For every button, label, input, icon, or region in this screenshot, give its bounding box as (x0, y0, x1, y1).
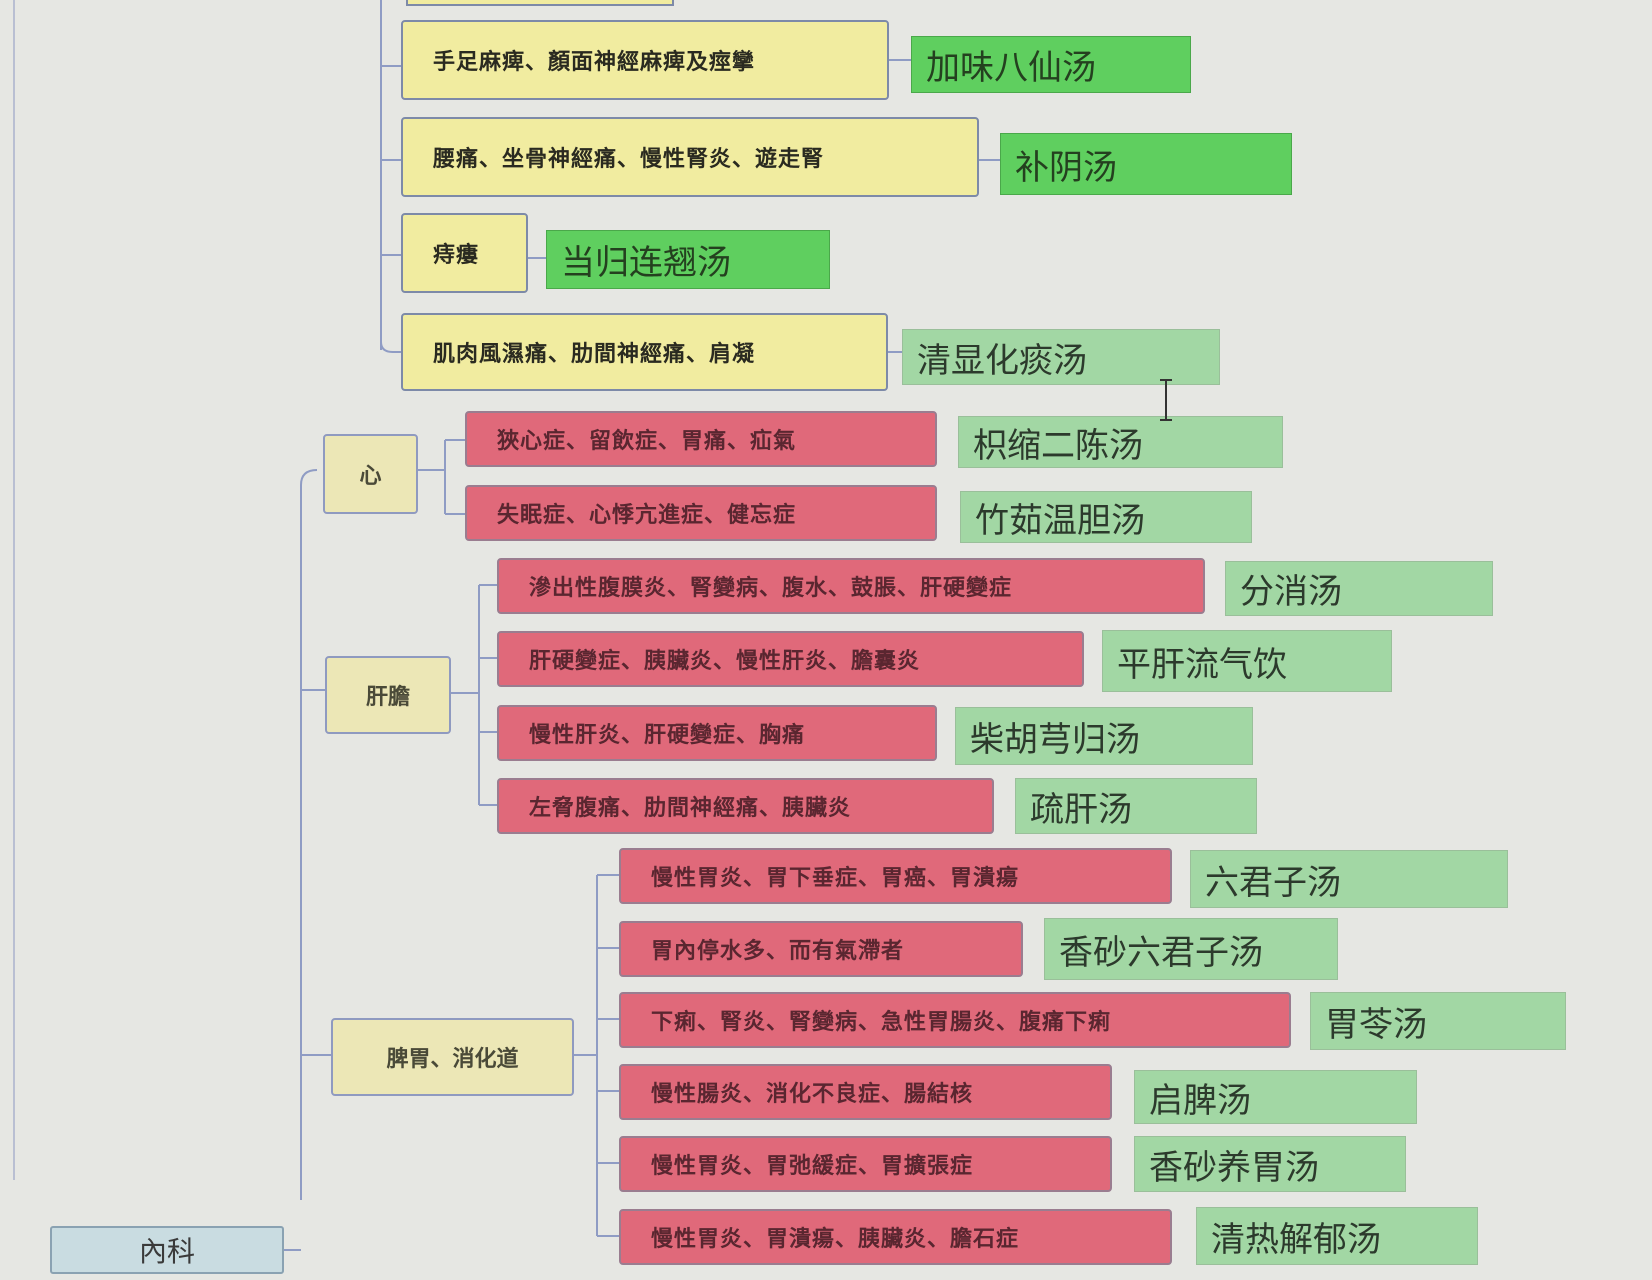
symptom-box[interactable]: 下痢、腎炎、腎變病、急性胃腸炎、腹痛下痢 (619, 992, 1291, 1048)
symptom-box[interactable]: 慢性胃炎、胃下垂症、胃癌、胃潰瘍 (619, 848, 1172, 904)
cut-off-box (406, 0, 674, 6)
symptom-box[interactable]: 胃內停水多、而有氣滯者 (619, 921, 1023, 977)
symptom-box[interactable]: 滲出性腹膜炎、腎變病、腹水、鼓脹、肝硬變症 (497, 558, 1205, 614)
symptom-box[interactable]: 慢性胃炎、胃潰瘍、胰臟炎、膽石症 (619, 1209, 1172, 1265)
formula-box[interactable]: 补阴汤 (1000, 133, 1292, 195)
formula-box[interactable]: 当归连翘汤 (546, 230, 830, 289)
formula-box[interactable]: 启脾汤 (1134, 1070, 1417, 1124)
formula-box[interactable]: 香砂六君子汤 (1044, 918, 1338, 980)
symptom-box[interactable]: 左脅腹痛、肋間神經痛、胰臟炎 (497, 778, 994, 834)
formula-box[interactable]: 分消汤 (1225, 561, 1493, 616)
formula-box[interactable]: 疏肝汤 (1015, 778, 1257, 834)
formula-box[interactable]: 平肝流气饮 (1102, 630, 1392, 692)
symptom-box[interactable]: 失眠症、心悸亢進症、健忘症 (465, 485, 937, 541)
branch-line (380, 341, 401, 353)
category-box-spleen-stomach[interactable]: 脾胃、消化道 (331, 1018, 574, 1096)
category-box-liver-gallbladder[interactable]: 肝膽 (325, 656, 451, 734)
formula-box[interactable]: 竹茹温胆汤 (960, 491, 1252, 543)
symptom-box[interactable]: 慢性肝炎、肝硬變症、胸痛 (497, 705, 937, 761)
formula-box[interactable]: 六君子汤 (1190, 850, 1508, 908)
formula-box[interactable]: 清显化痰汤 (902, 329, 1220, 385)
symptom-box[interactable]: 慢性胃炎、胃弛緩症、胃擴張症 (619, 1136, 1112, 1192)
formula-box[interactable]: 加味八仙汤 (911, 36, 1191, 93)
formula-box[interactable]: 枳缩二陈汤 (958, 416, 1283, 468)
main-trunk-line (300, 469, 318, 1200)
text-cursor-icon (1160, 379, 1172, 421)
formula-box[interactable]: 清热解郁汤 (1196, 1207, 1478, 1265)
symptom-box[interactable]: 腰痛、坐骨神經痛、慢性腎炎、遊走腎 (401, 117, 979, 197)
formula-box[interactable]: 柴胡芎归汤 (955, 707, 1253, 765)
symptom-box[interactable]: 痔瘻 (401, 213, 528, 293)
symptom-box[interactable]: 慢性腸炎、消化不良症、腸結核 (619, 1064, 1112, 1120)
formula-box[interactable]: 香砂养胃汤 (1134, 1136, 1406, 1192)
formula-box[interactable]: 胃苓汤 (1310, 992, 1566, 1050)
symptom-box[interactable]: 手足麻痺、顏面神經麻痺及痙攣 (401, 20, 889, 100)
root-box-internal-medicine[interactable]: 內科 (50, 1226, 284, 1274)
category-box-heart[interactable]: 心 (323, 434, 418, 514)
symptom-box[interactable]: 肌肉風濕痛、肋間神經痛、肩凝 (401, 313, 888, 391)
symptom-box[interactable]: 肝硬變症、胰臟炎、慢性肝炎、膽囊炎 (497, 631, 1084, 687)
symptom-box[interactable]: 狹心症、留飲症、胃痛、疝氣 (465, 411, 937, 467)
